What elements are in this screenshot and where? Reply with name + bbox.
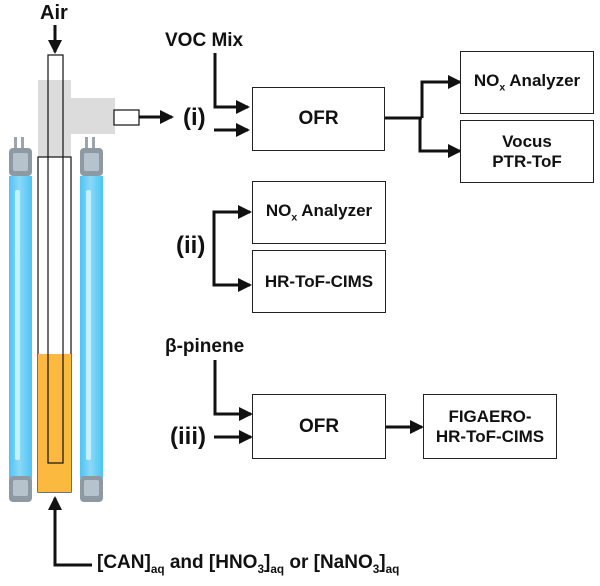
nox-text: NO — [473, 71, 500, 91]
figaero-line1: FIGAERO- — [448, 406, 532, 426]
voc-mix-label: VOC Mix — [165, 30, 244, 51]
beta-pinene-label: β-pinene — [165, 336, 245, 357]
liquid-fill — [38, 354, 71, 492]
nox-subscript: x — [499, 81, 506, 94]
three-sub: 3 — [372, 562, 380, 576]
ofr-box-iii: OFR — [252, 394, 386, 459]
config-iii-label: (iii) — [170, 423, 206, 450]
solution-label: [CAN]aq and [HNO3]aq or [NaNO3]aq — [97, 552, 399, 576]
aq-sub: aq — [385, 562, 400, 576]
air-label: Air — [40, 2, 68, 24]
uv-lamp-right — [80, 137, 103, 502]
uv-lamp-left — [9, 137, 32, 502]
bpinene-arrow — [213, 360, 253, 421]
nox-analyzer-box-i: NOx Analyzer — [460, 51, 594, 114]
reactor-housing — [38, 80, 71, 158]
outlet-tube — [113, 109, 140, 126]
figaero-line2: HR-ToF-CIMS — [435, 426, 545, 446]
branch-to-vocus — [418, 118, 462, 158]
nano-text: or [NaNO — [284, 552, 373, 573]
branch-to-nox-i — [420, 75, 462, 118]
voc-mix-arrow — [213, 53, 250, 114]
analyzer-text: Analyzer — [505, 71, 581, 91]
three-sub: 3 — [257, 562, 264, 576]
branch-to-nox-ii — [212, 205, 252, 246]
vocus-line1: Vocus — [502, 131, 552, 151]
config-i-label: (i) — [183, 104, 206, 131]
analyzer-text: Analyzer — [297, 201, 373, 221]
ofr-box-i: OFR — [252, 87, 385, 151]
nox-analyzer-box-ii: NOx Analyzer — [252, 181, 386, 244]
can-text: [CAN] — [97, 552, 151, 573]
bracket-text: ] — [379, 552, 386, 573]
nox-subscript: x — [291, 211, 298, 224]
outlet-housing — [71, 98, 115, 134]
hno-text: and [HNO — [164, 552, 258, 573]
aq-sub: aq — [270, 562, 285, 576]
solution-arrow — [48, 496, 92, 567]
figaero-box: FIGAERO- HR-ToF-CIMS — [423, 394, 557, 459]
nox-text: NO — [265, 201, 292, 221]
bracket-text: ] — [264, 552, 271, 573]
aq-sub: aq — [150, 562, 165, 576]
hr-tof-cims-box: HR-ToF-CIMS — [252, 250, 386, 313]
vocus-ptr-tof-box: Vocus PTR-ToF — [460, 120, 594, 183]
config-ii-label: (ii) — [176, 232, 206, 259]
vocus-line2: PTR-ToF — [492, 151, 562, 171]
branch-to-hrtof — [212, 246, 252, 292]
reactor-inner-tube — [47, 54, 64, 464]
